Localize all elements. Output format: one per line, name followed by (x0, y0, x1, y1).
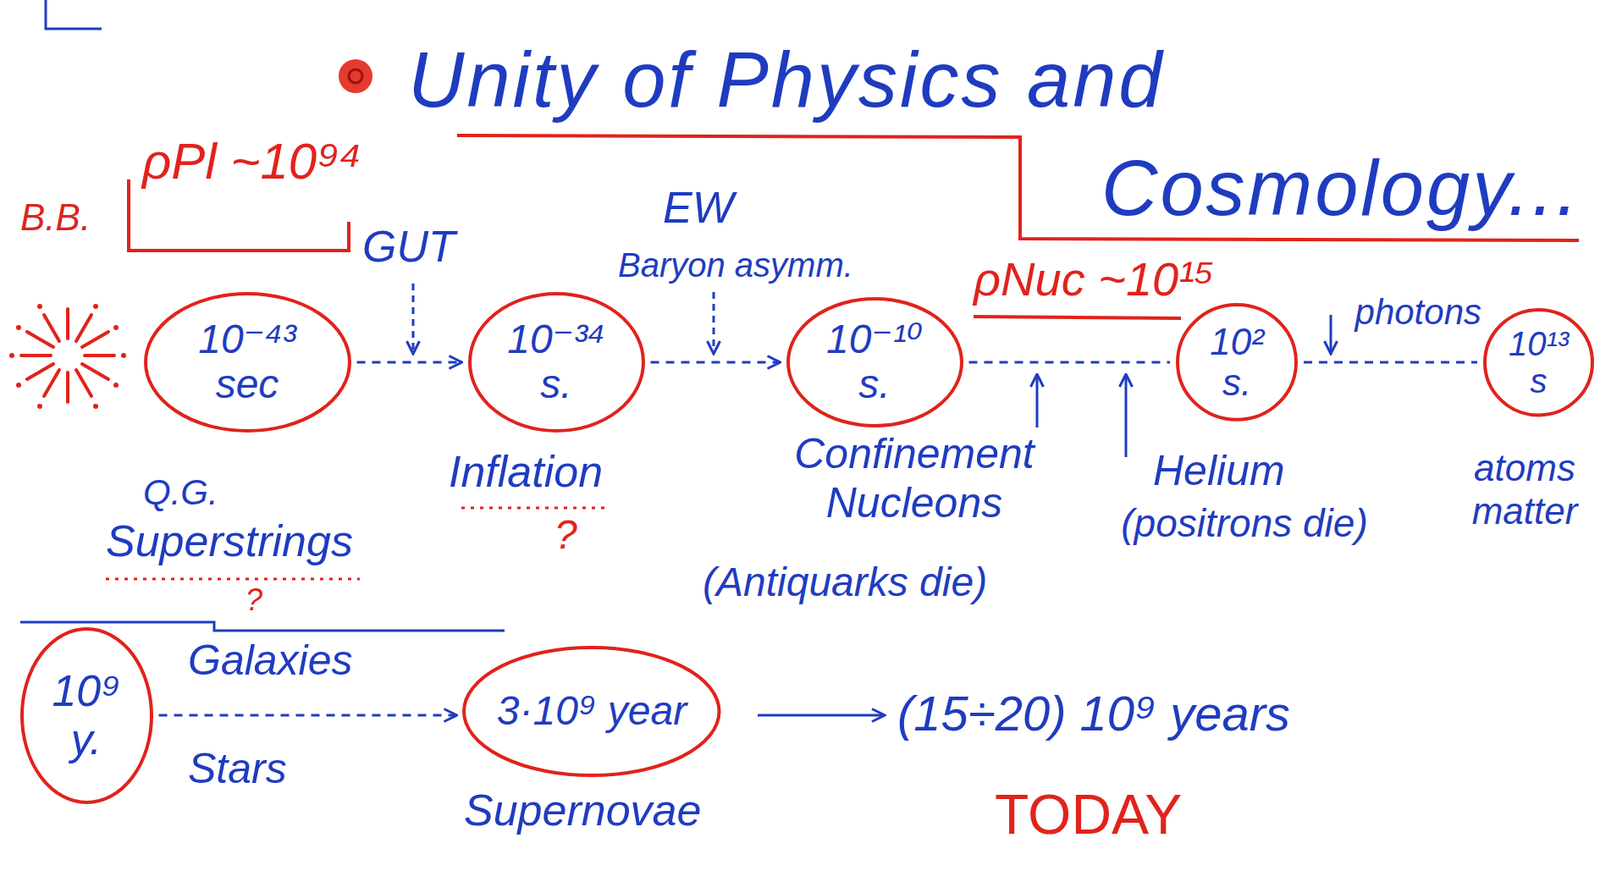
ellipse-shape (145, 293, 350, 431)
photons-pointer (1329, 314, 1333, 354)
gut-pointer (412, 283, 415, 354)
annotation-label: Q.G. (143, 472, 219, 514)
timeline-connector (357, 361, 463, 365)
time-value: 10⁹ y. (39, 667, 133, 764)
annotation-label: ρNuc ~10¹⁵ (973, 252, 1214, 307)
ellipse-shape (469, 293, 644, 431)
bullet-swirl (348, 69, 363, 83)
baryon-pointer (712, 292, 716, 354)
annotation-label: Helium (1153, 446, 1286, 497)
nuclear-underline (973, 316, 1181, 319)
time-ellipse: 10⁻¹⁰ s. (785, 296, 965, 429)
annotation-label: TODAY (994, 783, 1182, 848)
annotation-label: EW (662, 182, 734, 234)
annotation-label: Supernovae (463, 785, 701, 837)
annotation-label: Inflation (448, 446, 603, 498)
annotation-label: Galaxies (187, 636, 354, 686)
timeline-connector (159, 714, 458, 718)
time-value: 10⁻¹⁰ s. (811, 317, 938, 408)
time-value: 10¹³ s (1500, 325, 1578, 400)
time-ellipse: 10⁻³⁴ s. (467, 291, 646, 434)
superstrings-dotted-underline (105, 578, 360, 581)
time-ellipse: 10¹³ s (1482, 307, 1595, 418)
annotation-label: ? (245, 582, 263, 618)
corner-fragment (45, 0, 102, 29)
planck-bracket (128, 179, 349, 251)
annotation-label: Stars (187, 744, 287, 795)
annotation-label: ρPl ~10⁹⁴ (142, 132, 362, 191)
annotation-label: (Antiquarks die) (702, 558, 988, 606)
time-ellipse: 10⁹ y. (19, 626, 155, 806)
time-ellipse: 10² s. (1175, 302, 1299, 423)
time-ellipse: 3·10⁹ year (461, 645, 723, 778)
annotation-label: ? (554, 511, 578, 558)
time-value: 3·10⁹ year (496, 689, 687, 734)
big-bang-burst (21, 308, 115, 403)
annotation-label: Confinement Nucleons (761, 430, 1067, 528)
time-ellipse: 10⁻⁴³ sec (143, 291, 353, 434)
time-value: 10⁻³⁴ s. (492, 317, 620, 408)
confinement-pointer (1036, 374, 1039, 428)
ellipse-shape (1484, 309, 1593, 415)
annotation-label: GUT (362, 221, 456, 273)
title-text: Unity of Physics and Cosmology... (408, 25, 1581, 243)
burst-dots (9, 303, 127, 409)
annotation-label: Superstrings (105, 516, 354, 568)
annotation-label: (15÷20) 10⁹ years (897, 685, 1291, 743)
annotation-label: Baryon asymm. (617, 245, 854, 285)
annotation-label: atoms matter (1456, 446, 1594, 533)
ellipse-shape (788, 298, 962, 426)
time-value: 10² s. (1194, 321, 1280, 404)
time-value: 10⁻⁴³ sec (175, 317, 320, 408)
inflation-dotted-underline (461, 507, 610, 510)
bullet-dot (338, 59, 373, 94)
timeline-connector (1303, 360, 1478, 364)
ellipse-shape (1177, 304, 1297, 420)
annotation-label: photons (1346, 292, 1482, 333)
timeline-connector (969, 361, 1171, 365)
annotation-label: (positrons die) (1117, 501, 1372, 547)
ellipse-shape (22, 628, 152, 803)
timeline-connector (651, 361, 781, 365)
today-arrow (757, 714, 885, 718)
annotation-label: B.B. (20, 196, 91, 240)
ellipse-shape (463, 647, 720, 776)
helium-pointer (1125, 374, 1128, 458)
